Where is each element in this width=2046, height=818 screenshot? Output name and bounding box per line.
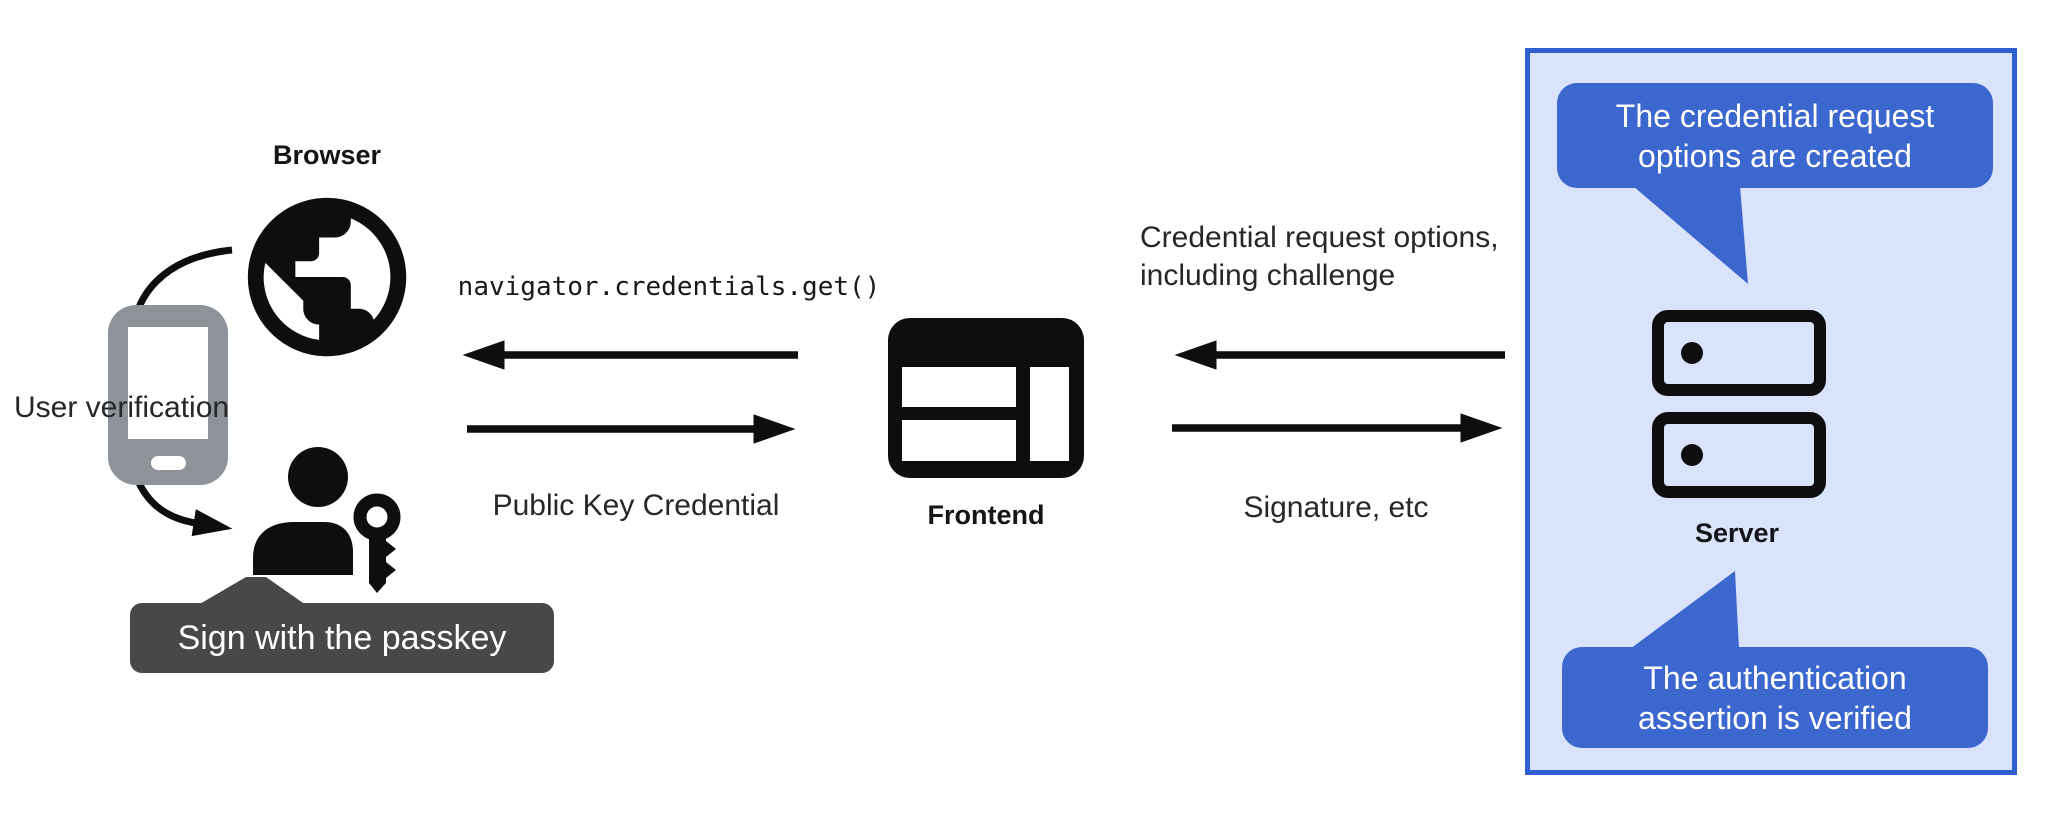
tooltip-tail: [198, 577, 306, 605]
browser-window-icon: [888, 318, 1084, 478]
signature-label: Signature, etc: [1243, 491, 1429, 524]
person-icon: [253, 447, 353, 575]
api-call-label: navigator.credentials.get(): [457, 272, 881, 302]
server-label: Server: [1694, 518, 1780, 548]
bottom-bubble-tail: [1630, 571, 1739, 649]
key-icon: [353, 493, 401, 593]
frontend-label: Frontend: [927, 500, 1045, 530]
browser-label: Browser: [272, 140, 382, 170]
passkey-tooltip: Sign with the passkey: [130, 603, 554, 673]
credential-request-options-label: Credential request options, including ch…: [1140, 221, 1499, 292]
public-key-credential-label: Public Key Credential: [492, 489, 780, 522]
smartphone-icon: [108, 305, 228, 485]
globe-icon: [247, 197, 407, 357]
server-stack-icon: [1652, 310, 1826, 498]
top-bubble-tail: [1633, 186, 1748, 284]
server-note-bottom: The authentication assertion is verified: [1562, 647, 1988, 748]
server-note-top: The credential request options are creat…: [1557, 83, 1993, 188]
user-verification-label: User verification: [14, 391, 230, 424]
